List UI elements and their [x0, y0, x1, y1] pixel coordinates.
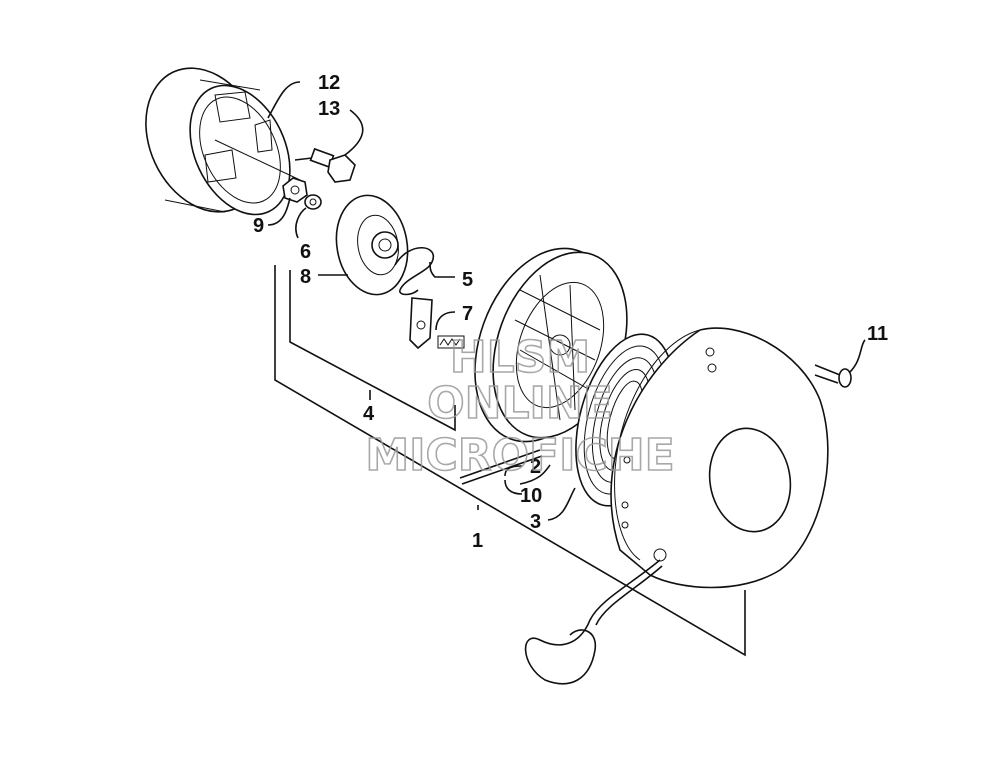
watermark: HLSM ONLINE MICROFICHE [365, 331, 676, 482]
callout-13: 13 [318, 98, 340, 120]
watermark-line-1: HLSM [450, 332, 590, 383]
rope-pulley-4-part [474, 247, 628, 443]
starter-rope-part [524, 559, 663, 685]
pawl-spring-part [437, 335, 465, 349]
callout-9: 9 [253, 215, 264, 237]
group-bracket-lines [274, 265, 746, 657]
pin-2-part [459, 449, 543, 485]
starter-cup-part [145, 67, 301, 216]
callout-12: 12 [318, 72, 340, 94]
watermark-line-2: ONLINE [427, 378, 613, 429]
housing-screw-11-part [814, 339, 866, 388]
callout-11: 11 [867, 323, 888, 345]
starter-housing-1-part [610, 327, 829, 589]
callout-3: 3 [530, 511, 541, 533]
washer-6-part [304, 194, 322, 210]
callout-5: 5 [462, 269, 473, 291]
bolt-13-part [294, 147, 356, 183]
callout-2: 2 [530, 456, 541, 478]
leader-lines [267, 81, 576, 521]
ratchet-pawl-7-part [409, 297, 433, 350]
callout-6: 6 [300, 241, 311, 263]
callout-10: 10 [520, 485, 542, 507]
callout-labels: 12 13 9 6 8 5 7 11 4 2 10 3 1 [253, 72, 888, 552]
callout-1: 1 [472, 530, 483, 552]
callout-8: 8 [300, 266, 311, 288]
friction-plate-8-part [335, 194, 409, 296]
spring-clip-5-part [394, 247, 435, 296]
nut-9-part [282, 177, 308, 203]
callout-7: 7 [462, 303, 473, 325]
watermark-line-3: MICROFICHE [365, 430, 674, 481]
callout-4: 4 [363, 403, 375, 425]
